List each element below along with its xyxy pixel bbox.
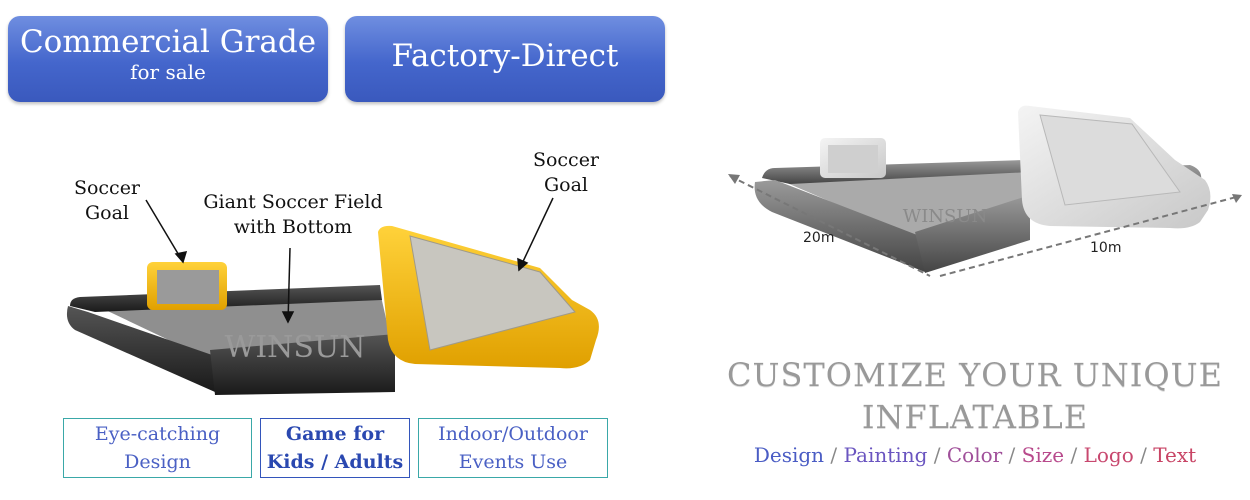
customize-options: Design / Painting / Color / Size / Logo … [700, 442, 1250, 468]
option-separator: / [1002, 443, 1022, 467]
commercial-grade-title: Commercial Grade [19, 24, 317, 60]
callout-mid-line1: Giant Soccer Field [203, 191, 383, 213]
option-separator: / [1133, 443, 1154, 467]
feature-indoor-outdoor: Indoor/Outdoor Events Use [418, 418, 608, 478]
dimension-lines [729, 175, 1241, 277]
field-brand-watermark: WINSUN [224, 330, 365, 365]
option-design: Design [753, 443, 825, 467]
callout-mid-line2: with Bottom [233, 216, 353, 238]
customize-headline-1: CUSTOMIZE YOUR UNIQUE [727, 356, 1223, 394]
feature-eye-catching: Eye-catching Design [63, 418, 252, 478]
callout-field: Giant Soccer Field with Bottom [198, 190, 388, 240]
right-field-brand-watermark: WINSUN [903, 206, 988, 227]
option-color: Color [946, 443, 1003, 467]
option-logo: Logo [1083, 443, 1134, 467]
option-separator: / [824, 443, 844, 467]
feature-2-line2: Kids / Adults [266, 451, 404, 473]
callout-left-line2: Goal [84, 202, 130, 224]
option-separator: / [927, 443, 947, 467]
factory-direct-title: Factory-Direct [391, 38, 619, 74]
commercial-grade-badge: Commercial Grade for sale [8, 16, 328, 102]
customize-headline-2: INFLATABLE [861, 398, 1089, 436]
dimension-length-label: 20m [803, 230, 835, 246]
option-text: Text [1153, 443, 1197, 467]
feature-game-for-all: Game for Kids / Adults [260, 418, 410, 478]
factory-direct-badge: Factory-Direct [345, 16, 665, 102]
feature-3-line2: Events Use [458, 451, 568, 473]
feature-3-line1: Indoor/Outdoor [438, 423, 588, 445]
yellow-soccer-field: WINSUN [66, 225, 599, 395]
feature-1-line1: Eye-catching [94, 423, 221, 445]
feature-2-line1: Game for [285, 423, 385, 445]
grey-soccer-field: WINSUN [754, 105, 1211, 273]
callout-left-line1: Soccer [73, 177, 141, 199]
feature-1-line2: Design [124, 451, 191, 473]
callout-right-line1: Soccer [532, 149, 600, 171]
option-painting: Painting [843, 443, 928, 467]
callout-left-goal: Soccer Goal [62, 176, 152, 226]
dimension-width-label: 10m [1090, 240, 1122, 256]
callout-right-goal: Soccer Goal [518, 148, 614, 198]
commercial-grade-subtitle: for sale [130, 60, 206, 84]
option-separator: / [1064, 443, 1084, 467]
option-size: Size [1021, 443, 1065, 467]
callout-arrows [145, 197, 554, 324]
callout-right-line2: Goal [543, 174, 589, 196]
